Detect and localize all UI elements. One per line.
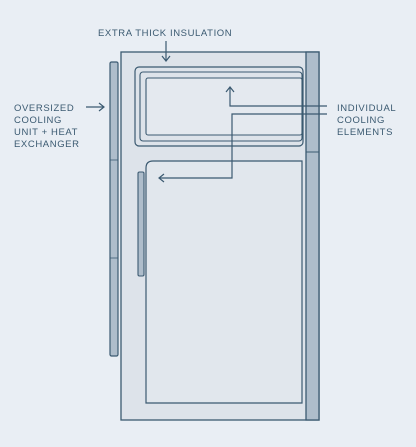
cooling-elements-label: INDIVIDUAL COOLING ELEMENTS bbox=[337, 103, 396, 139]
cooling-unit-label-line: UNIT + HEAT bbox=[14, 127, 79, 138]
side-panel bbox=[305, 51, 320, 421]
insulation-pointer-arrowhead bbox=[161, 55, 171, 62]
elements-pointer-fridge-arrowhead bbox=[158, 173, 165, 183]
cooling-unit-label-line: EXCHANGER bbox=[14, 139, 80, 150]
elements-pointer-freezer-arrowhead bbox=[225, 86, 235, 93]
cooling-element-bar bbox=[137, 171, 145, 277]
cooling-unit-label-line: COOLING bbox=[14, 115, 63, 126]
cooling-unit-label: OVERSIZED COOLING UNIT + HEAT EXCHANGER bbox=[14, 103, 80, 151]
cooling-unit-bar bbox=[109, 61, 119, 357]
insulation-label: EXTRA THICK INSULATION bbox=[98, 28, 232, 40]
insulation-label-text: EXTRA THICK INSULATION bbox=[98, 28, 233, 39]
cooling-elements-label-line: INDIVIDUAL bbox=[337, 103, 397, 114]
cooling-unit-pointer-arrowhead bbox=[98, 102, 105, 112]
fridge-compartment bbox=[145, 160, 303, 404]
cooling-elements-label-line: ELEMENTS bbox=[337, 127, 394, 138]
elements-pointer-freezer-line bbox=[229, 88, 327, 107]
elements-pointer-fridge-line bbox=[160, 113, 327, 179]
cooling-elements-label-line: COOLING bbox=[337, 115, 386, 126]
cooling-unit-label-line: OVERSIZED bbox=[14, 103, 75, 114]
